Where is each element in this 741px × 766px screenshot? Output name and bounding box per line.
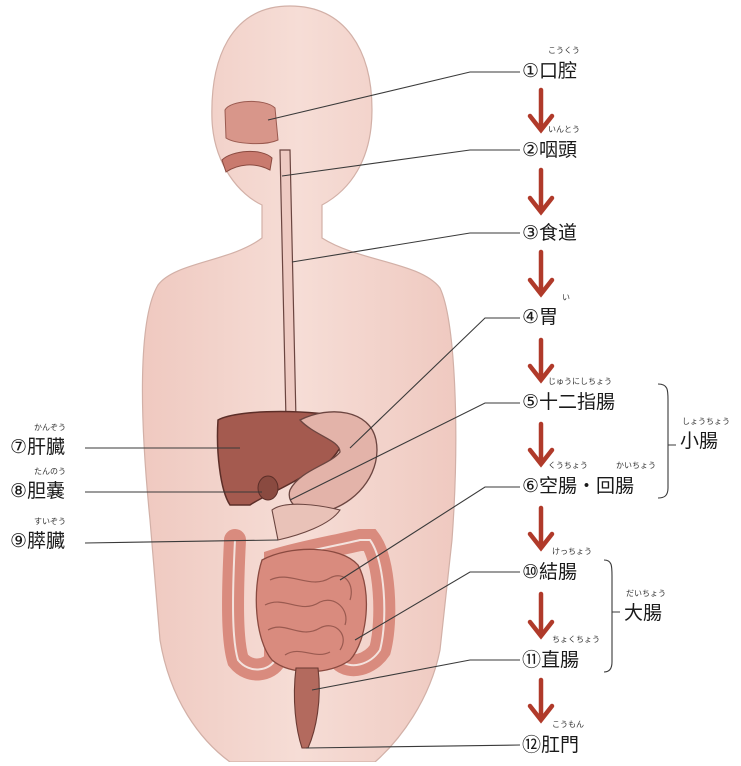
mouth-ruby: こうくう — [548, 47, 580, 55]
duodenum-ruby: じゅうにしちょう — [548, 378, 612, 386]
rectum-label: ⑪直腸 — [522, 651, 579, 670]
gallbladder-ruby: たんのう — [34, 468, 66, 476]
pharynx-label: ②咽頭 — [522, 141, 577, 160]
oral-cavity — [225, 101, 278, 143]
large-intestine-ruby: だいちょう — [626, 590, 666, 598]
jejunum-ileum-label: ⑥空腸・回腸 — [522, 477, 634, 496]
ileum-ruby: かいちょう — [616, 462, 656, 470]
liver-label: ⑦肝臓 — [10, 438, 65, 457]
stomach-label: ④胃 — [522, 308, 558, 327]
pancreas-ruby: すいぞう — [34, 518, 66, 526]
gallbladder-shape — [258, 476, 278, 500]
esophagus-label: ③食道 — [522, 224, 577, 243]
liver-ruby: かんぞう — [34, 424, 66, 432]
large-intestine-bracket — [604, 560, 620, 672]
stomach-ruby: い — [562, 294, 570, 302]
duodenum-label: ⑤十二指腸 — [522, 393, 615, 412]
pharynx-ruby: いんとう — [548, 126, 580, 134]
colon-label: ⑩結腸 — [522, 563, 577, 582]
small-intestine-label: 小腸 — [680, 432, 718, 451]
anus-label: ⑫肛門 — [522, 736, 579, 755]
small-intestine-ruby: しょうちょう — [682, 418, 730, 426]
anus-ruby: こうもん — [552, 721, 584, 729]
mouth-label: ①口腔 — [522, 62, 577, 81]
pancreas-label: ⑨膵臓 — [10, 532, 65, 551]
gallbladder-label: ⑧胆嚢 — [10, 482, 65, 501]
jejunum-ruby: くうちょう — [548, 462, 588, 470]
large-intestine-label: 大腸 — [624, 604, 662, 623]
small-intestine-bracket — [658, 384, 676, 498]
colon-ruby: けっちょう — [552, 548, 592, 556]
rectum-ruby: ちょくちょう — [552, 636, 600, 644]
